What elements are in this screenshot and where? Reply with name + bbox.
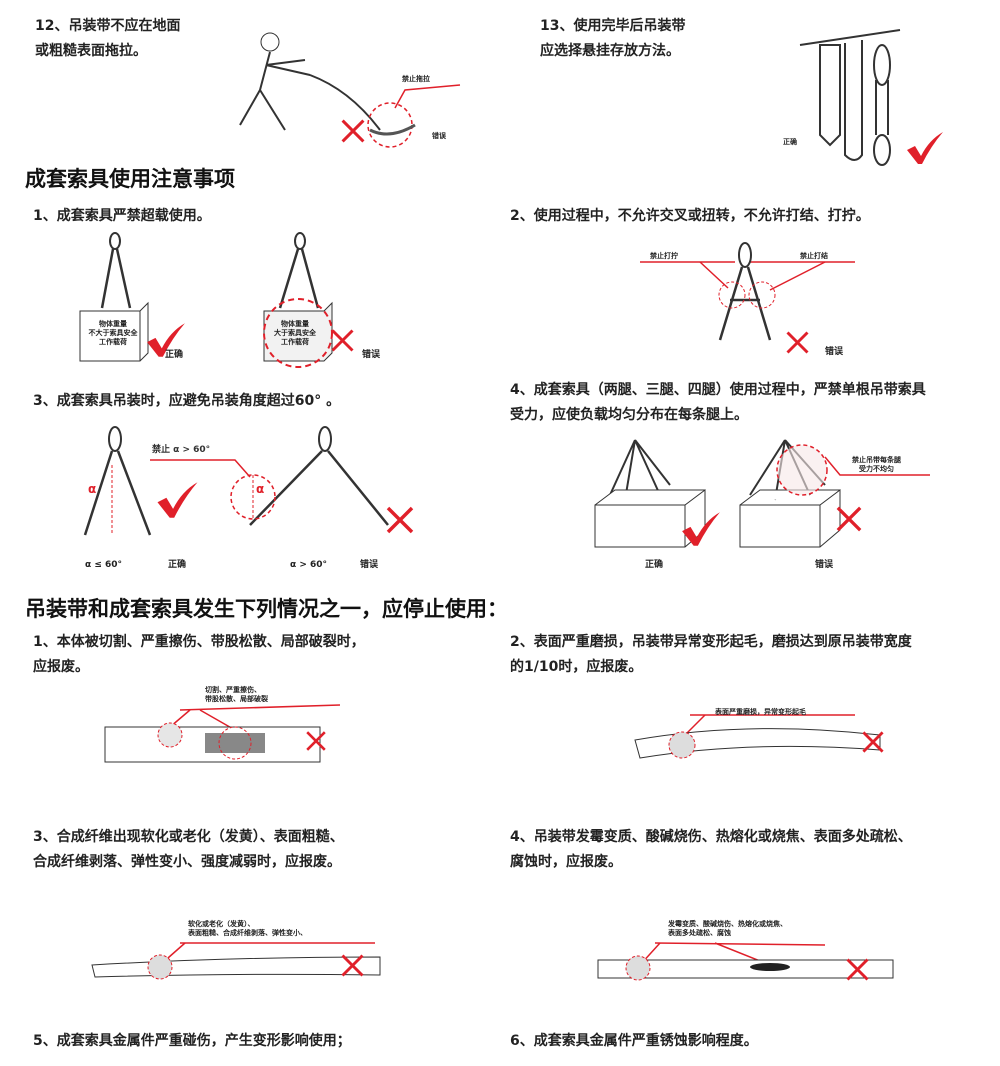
s2-item3-line2: 合成纤维剥落、弹性变小、强度减弱时，应报废。 (33, 854, 341, 870)
s2-item4-line2: 腐蚀时，应报废。 (510, 854, 622, 870)
twist-illustration (640, 242, 855, 354)
item13-line1: 13、使用完毕后吊装带 (540, 18, 686, 34)
worn-sling-illustration (634, 714, 885, 759)
angle-wrong-label: 错误 (360, 560, 379, 570)
item12-line1: 12、吊装带不应在地面 (35, 18, 181, 34)
item1-wrong-label: 错误 (362, 350, 381, 360)
item13-verdict: 正确 (783, 138, 797, 146)
multi-leg-correct-label: 正确 (645, 560, 664, 570)
s2-item1-line2: 应报废。 (33, 659, 89, 675)
twist-tag-left: 禁止打拧 (650, 252, 678, 260)
load-overload-illustration (263, 232, 354, 368)
overload-box-label: 物体重量大于索具安全工作载荷 (274, 320, 316, 346)
s2-item4-line1: 4、吊装带发霉变质、酸碱烧伤、热熔化或烧焦、表面多处疏松、 (510, 829, 912, 845)
cut-sling-illustration (104, 704, 341, 763)
multi-leg-illustration (594, 439, 930, 548)
aged-sling-tag: 软化或老化（发黄）、表面粗糙、合成纤维剥落、弹性变小、 (188, 920, 307, 937)
load-box-label: 物体重量不大于索具安全工作载荷 (88, 320, 138, 346)
wrong-x-icon (341, 119, 365, 143)
correct-check-icon (907, 132, 943, 164)
item12-line2: 或粗糙表面拖拉。 (35, 43, 147, 59)
item12-verdict: 错误 (432, 132, 446, 140)
dragging-sling-illustration (239, 32, 461, 148)
angle-right-label: α > 60° (290, 560, 328, 570)
svg-text:α: α (256, 482, 264, 496)
multi-leg-wrong-label: 错误 (815, 560, 834, 570)
s2-item5: 5、成套索具金属件严重碰伤，产生变形影响使用； (33, 1033, 351, 1049)
item12-tag: 禁止拖拉 (402, 75, 430, 83)
svg-text:α: α (88, 482, 96, 496)
s2-item3-line1: 3、合成纤维出现软化或老化（发黄）、表面粗糙、 (33, 829, 344, 845)
worn-sling-tag: 表面严重磨损，异常变形起毛 (715, 708, 806, 716)
corroded-sling-tag: 发霉变质、酸碱烧伤、热熔化或烧焦、表面多处疏松、腐蚀 (668, 920, 787, 937)
s2-item2-line1: 2、表面严重磨损，吊装带异常变形起毛，磨损达到原吊装带宽度 (510, 634, 912, 650)
section2-heading: 吊装带和成套索具发生下列情况之一，应停止使用： (25, 597, 508, 621)
cut-sling-tag: 切割、严重擦伤、带股松散、局部破裂 (205, 686, 268, 703)
corroded-sling-illustration (597, 942, 894, 981)
item13-line2: 应选择悬挂存放方法。 (540, 43, 680, 59)
s1-item3: 3、成套索具吊装时，应避免吊装角度超过60° 。 (33, 393, 341, 409)
angle-left-label: α ≤ 60° (85, 560, 123, 570)
twist-tag-right: 禁止打结 (800, 252, 828, 260)
s1-item1: 1、成套索具严禁超载使用。 (33, 208, 211, 224)
angle-illustration: α α (83, 426, 414, 536)
item2-wrong-label: 错误 (825, 347, 844, 357)
item1-correct-label: 正确 (165, 350, 184, 360)
load-correct-illustration (79, 232, 185, 362)
s1-item4-line2: 受力，应使负载均匀分布在每条腿上。 (510, 407, 748, 423)
angle-tag: 禁止 α > 60° (152, 445, 211, 455)
aged-sling-illustration (91, 942, 381, 980)
s2-item6: 6、成套索具金属件严重锈蚀影响程度。 (510, 1033, 758, 1049)
hanging-storage-illustration (799, 29, 943, 166)
s2-item2-line2: 的1/10时，应报废。 (510, 659, 643, 675)
angle-correct-label: 正确 (168, 560, 187, 570)
s1-item4-line1: 4、成套索具（两腿、三腿、四腿）使用过程中，严禁单根吊带索具 (510, 382, 926, 398)
multi-leg-tag: 禁止吊带每条腿受力不均匀 (852, 456, 901, 473)
section1-heading: 成套索具使用注意事项 (25, 167, 235, 191)
s2-item1-line1: 1、本体被切割、严重擦伤、带股松散、局部破裂时， (33, 634, 365, 650)
s1-item2: 2、使用过程中，不允许交叉或扭转，不允许打结、打拧。 (510, 208, 870, 224)
